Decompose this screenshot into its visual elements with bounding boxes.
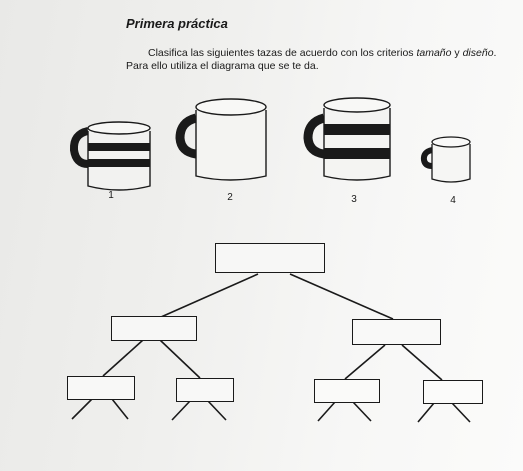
practice-title: Primera práctica <box>126 16 228 31</box>
diagram-level2-box-4[interactable] <box>423 380 483 404</box>
cup-number-3: 3 <box>351 194 357 205</box>
cup-4-icon <box>420 136 471 183</box>
cup-number-2: 2 <box>227 192 233 203</box>
cup-number-4: 4 <box>450 195 456 206</box>
diagram-connectors <box>71 273 471 423</box>
cup-3-icon <box>303 97 391 181</box>
cup-number-1: 1 <box>108 190 114 201</box>
diagram-level2-box-2[interactable] <box>176 378 234 402</box>
cup-2-icon <box>175 98 267 181</box>
diagram-level1-box-left[interactable] <box>111 316 197 341</box>
diagram-level2-box-1[interactable] <box>67 376 135 400</box>
diagram-level1-box-right[interactable] <box>352 319 441 345</box>
diagram-level2-box-3[interactable] <box>314 379 380 403</box>
cup-1-icon <box>69 121 151 191</box>
instruction-text: Clasifica las siguientes tazas de acuerd… <box>126 47 518 73</box>
instruction-line-1: Clasifica las siguientes tazas de acuerd… <box>148 47 497 59</box>
diagram-root-box[interactable] <box>215 243 325 273</box>
instruction-line-2: Para ello utiliza el diagrama que se te … <box>126 60 319 72</box>
